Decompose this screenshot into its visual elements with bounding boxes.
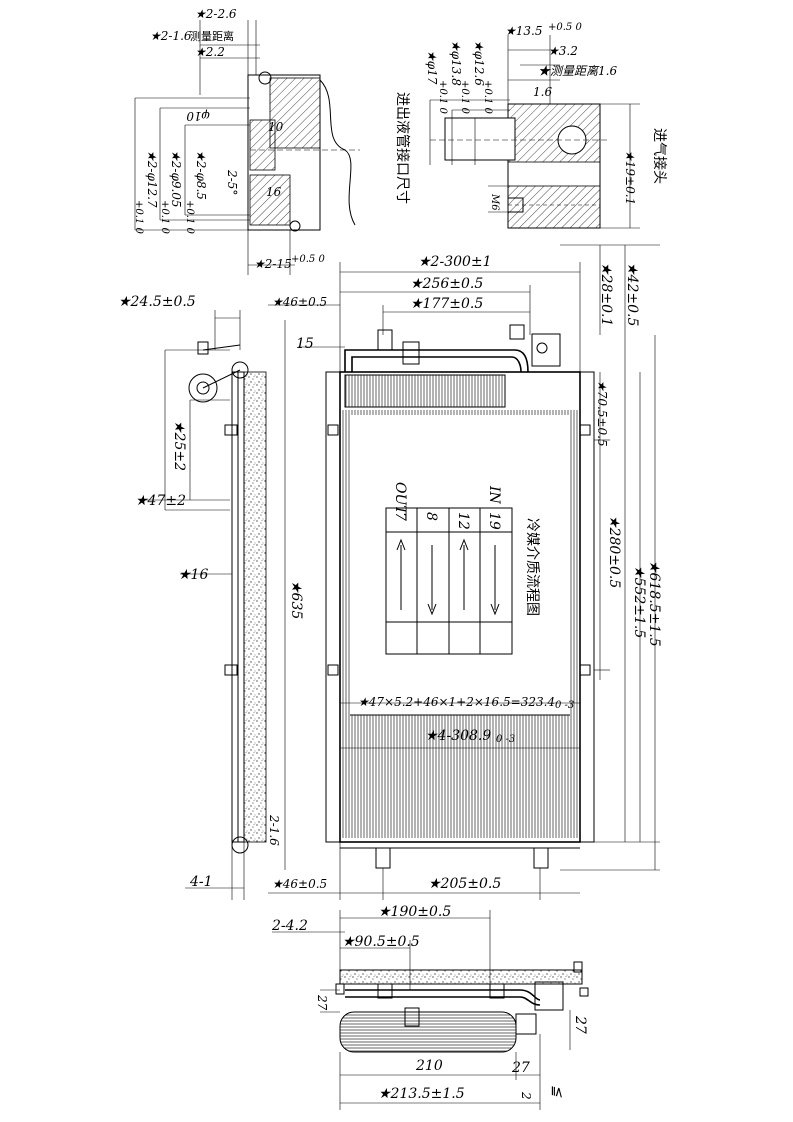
dim-190: ★190±0.5 [378,904,451,920]
dim-symbol: ≦ [549,1085,565,1098]
dim-27-left: 27 [315,994,329,1011]
dim-42: ★42±0.5 [624,262,640,326]
flow-table: 7 8 12 19 OUT IN 冷媒介质流程图 [385,482,540,655]
dim-2-phi12.7: ★2-φ12.7 [145,150,159,208]
front-view: ★2-300±1 ★256±0.5 ★177±0.5 ★46±0.5 15 ★6… [268,244,662,900]
dim-16: ★16 [178,567,208,583]
bottom-view: 2-4.2 ★190±0.5 ★90.5±0.5 27 27 210 27 ★2… [271,904,589,1110]
dim-46-top: ★46±0.5 [272,295,327,309]
dim-27-bottom: 27 [511,1060,530,1076]
dim-13.5: ★13.5 [505,24,542,38]
dim-19: ★19±0.1 [623,150,637,205]
dim-177: ★177±0.5 [410,296,483,312]
flow-pass-2: 8 [423,512,439,521]
dim-phi17: ★φ17 [425,50,439,85]
detail-top-right: ★13.5 +0.5 0 ★3.2 ★测量距离1.6 ★φ17 +0.1 0 ★… [425,22,668,229]
dim-phi10: φ10 [186,109,210,123]
dim-phi12.6: ★φ12.6 [472,40,486,86]
dim-2-5deg: 2-5° [225,169,239,195]
dim-2-phi8.5-tol: +0.1 0 [184,200,195,234]
dim-4-1: 4-1 [189,874,213,890]
dim-27-right: 27 [572,1015,588,1034]
dim-280: ★280±0.5 [606,515,622,588]
dim-core-formula-tol: 0 -3 [555,700,574,711]
dim-2.2: ★2.2 [195,45,225,59]
dim-210: 210 [415,1058,443,1074]
dim-16: 16 [266,185,282,199]
dim-2-300: ★2-300±1 [418,254,492,270]
dim-70.5: ★70.5±0.5 [595,380,609,447]
dim-46-bottom: ★46±0.5 [272,877,327,891]
dim-1.6: 1.6 [533,85,552,99]
dim-15: 15 [296,336,314,352]
dim-4-308.9: ★4-308.9 [425,728,491,744]
dim-256: ★256±0.5 [410,276,483,292]
dim-213.5: ★213.5±1.5 [378,1086,465,1102]
dim-47: ★47±2 [135,493,186,509]
dim-2-15-tol: +0.5 0 [291,254,325,265]
detail-top-left: ★2-2.6 ★2-1.6 测量距离 ★2.2 ★2-φ12.7 +0.1 0 … [133,7,411,275]
dim-phi17-tol: +0.1 0 [437,80,448,114]
dim-552: ★552±1.5 [631,565,647,638]
dim-2: 2 [519,1091,533,1100]
dim-618.5: ★618.5±1.5 [646,560,662,647]
dim-13.5-tol: +0.5 0 [548,22,582,33]
flow-pass-3: 12 [455,512,471,530]
caption-gas-fitting: 进气接头 [651,128,668,184]
dim-phi13.8-tol: +0.1 0 [459,80,470,114]
dim-25: ★25±2 [171,420,187,471]
dim-635: ★635 [288,580,304,619]
dim-phi12.6-tol: +0.1 0 [482,80,493,114]
dim-3.2: ★3.2 [548,44,578,58]
flow-out-label: OUT [392,482,408,516]
flow-table-title: 冷媒介质流程图 [524,518,540,616]
dim-90.5: ★90.5±0.5 [342,934,420,950]
flow-pass-1: 7 [392,512,408,521]
dim-2-phi9.05-tol: +0.1 0 [159,200,170,234]
dim-2-1.6: 2-1.6 [267,814,281,846]
dim-2-15: ★2-15 [254,257,292,271]
dim-measure-1.6: ★测量距离1.6 [538,64,617,78]
dim-core-formula: ★47×5.2+46×1+2×16.5=323.4 [358,695,555,709]
dim-M6: M6 [489,193,500,211]
dim-28: ★28±0.1 [598,262,614,326]
dim-2-phi12.7-tol: +0.1 0 [133,200,144,234]
dim-2-1.6: ★2-1.6 [150,29,192,43]
dim-205: ★205±0.5 [428,876,501,892]
dim-2-2.6: ★2-2.6 [195,7,237,21]
flow-pass-4: 19 [486,512,502,530]
dim-24.5: ★24.5±0.5 [118,294,196,310]
side-view: ★24.5±0.5 ★25±2 ★47±2 ★16 2-1.6 4-1 [118,294,281,900]
dim-measure-note: 测量距离 [190,29,234,43]
caption-liquid-port: 进出液管接口尺寸 [394,92,411,204]
dim-10: 10 [268,120,284,134]
flow-in-label: IN [486,485,502,505]
dim-2-phi8.5: ★2-φ8.5 [194,150,208,200]
dim-4-308.9-tol: 0 -3 [496,734,515,745]
dim-2-phi9.05: ★2-φ9.05 [169,150,183,208]
dim-2-4.2: 2-4.2 [271,918,308,934]
dim-phi13.8: ★φ13.8 [449,40,463,86]
